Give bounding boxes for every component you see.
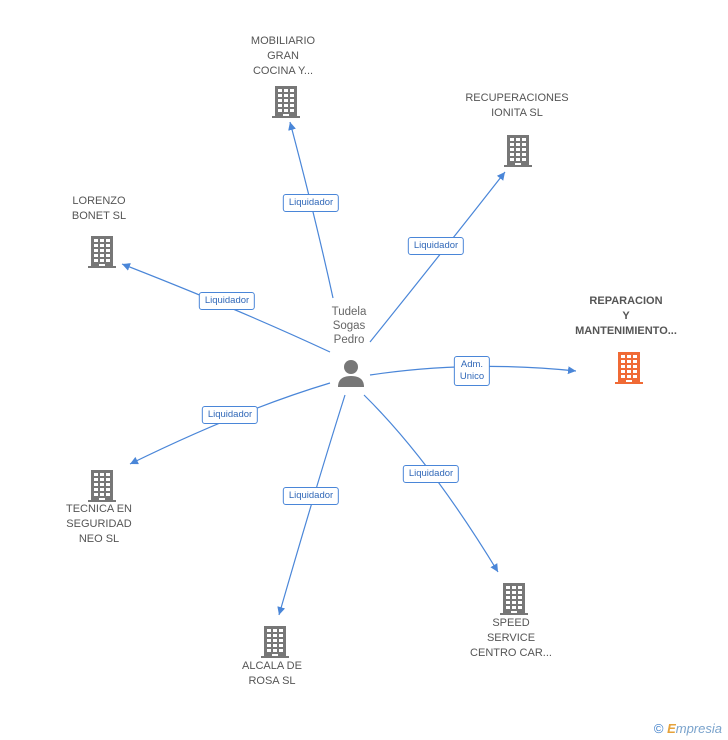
- edge-label-reparacion[interactable]: Adm. Unico: [453, 356, 491, 386]
- edge-to-speed: [363, 394, 499, 573]
- company-label-alcala[interactable]: ALCALA DE ROSA SL: [242, 660, 302, 687]
- company-label-recuperaciones[interactable]: RECUPERACIONES IONITA SL: [465, 92, 569, 119]
- edge-to-recuperaciones: [369, 171, 506, 343]
- building-icon-tecnica[interactable]: [86, 468, 118, 502]
- company-label-tecnica[interactable]: TECNICA EN SEGURIDAD NEO SL: [65, 503, 132, 545]
- person-icon[interactable]: [336, 358, 366, 388]
- empresia-watermark: © Empresia: [653, 721, 722, 736]
- edge-label-lorenzo[interactable]: Liquidador: [198, 292, 256, 310]
- building-icon-lorenzo[interactable]: [86, 234, 118, 268]
- edge-to-alcala: [277, 394, 346, 616]
- edge-label-alcala[interactable]: Liquidador: [282, 487, 340, 505]
- edge-to-mobiliario: [288, 121, 334, 299]
- building-icon-reparacion[interactable]: [613, 350, 645, 384]
- building-icon-mobiliario[interactable]: [270, 84, 302, 118]
- center-person-label[interactable]: Tudela Sogas Pedro: [331, 306, 367, 346]
- company-label-reparacion[interactable]: REPARACION Y MANTENIMIENTO...: [575, 295, 677, 337]
- company-label-lorenzo[interactable]: LORENZO BONET SL: [71, 195, 127, 222]
- building-icon-alcala[interactable]: [259, 624, 291, 658]
- edge-label-recuperaciones[interactable]: Liquidador: [407, 237, 465, 255]
- building-icon-speed[interactable]: [498, 581, 530, 615]
- company-label-mobiliario[interactable]: MOBILIARIO GRAN COCINA Y...: [250, 35, 316, 77]
- edge-label-speed[interactable]: Liquidador: [402, 465, 460, 483]
- company-label-speed[interactable]: SPEED SERVICE CENTRO CAR...: [470, 617, 552, 659]
- edge-label-mobiliario[interactable]: Liquidador: [282, 194, 340, 212]
- building-icon-recuperaciones[interactable]: [502, 133, 534, 167]
- edge-label-tecnica[interactable]: Liquidador: [201, 406, 259, 424]
